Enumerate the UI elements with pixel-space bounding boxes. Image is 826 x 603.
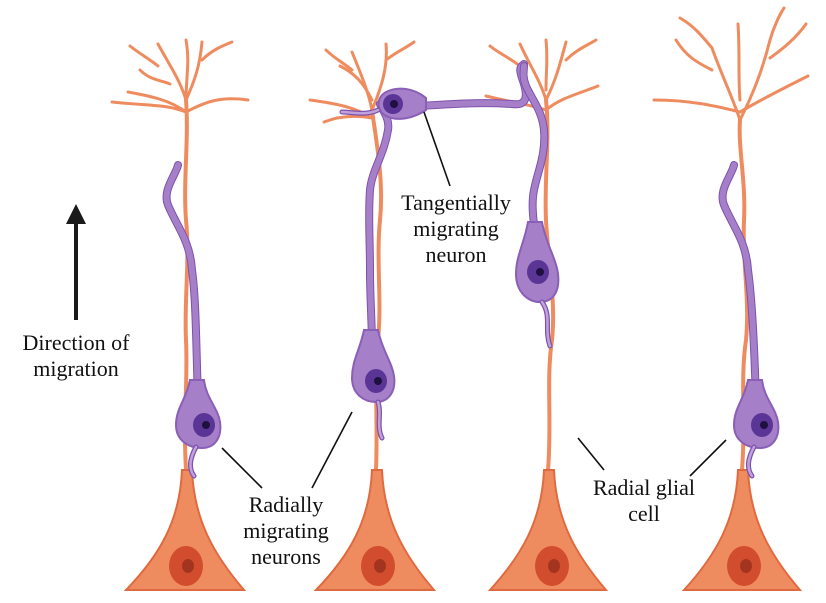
tangential-label-line1: Tangentially — [401, 190, 511, 215]
radial-neurons-label-line1: Radially — [249, 492, 324, 517]
radial-neuron-leader-line-2 — [312, 412, 352, 488]
glial-leader-line-2 — [690, 440, 726, 476]
direction-arrow — [66, 204, 86, 320]
tangentially-migrating-neuron — [342, 64, 526, 119]
radial-glial-label-line1: Radial glial — [593, 475, 695, 500]
radially-migrating-neuron-2 — [352, 104, 394, 438]
glial-leader-line-1 — [578, 438, 604, 470]
radial-glial-cell-1 — [112, 40, 248, 590]
radial-glial-label-line2: cell — [628, 501, 660, 526]
tangential-label-line2: migrating — [413, 216, 499, 241]
tangential-label-line3: neuron — [425, 242, 486, 267]
radially-migrating-neuron-1 — [167, 165, 221, 476]
direction-label-line2: migration — [33, 356, 119, 381]
radially-migrating-neuron-4 — [723, 165, 779, 476]
direction-label-line1: Direction of — [23, 330, 131, 355]
tangential-leader-line — [424, 112, 450, 186]
radial-neurons-label-line2: migrating — [243, 518, 329, 543]
radial-glial-cell-4 — [654, 8, 808, 590]
radial-neurons-label-line3: neurons — [251, 544, 321, 569]
radial-neuron-leader-line-1 — [222, 448, 262, 488]
